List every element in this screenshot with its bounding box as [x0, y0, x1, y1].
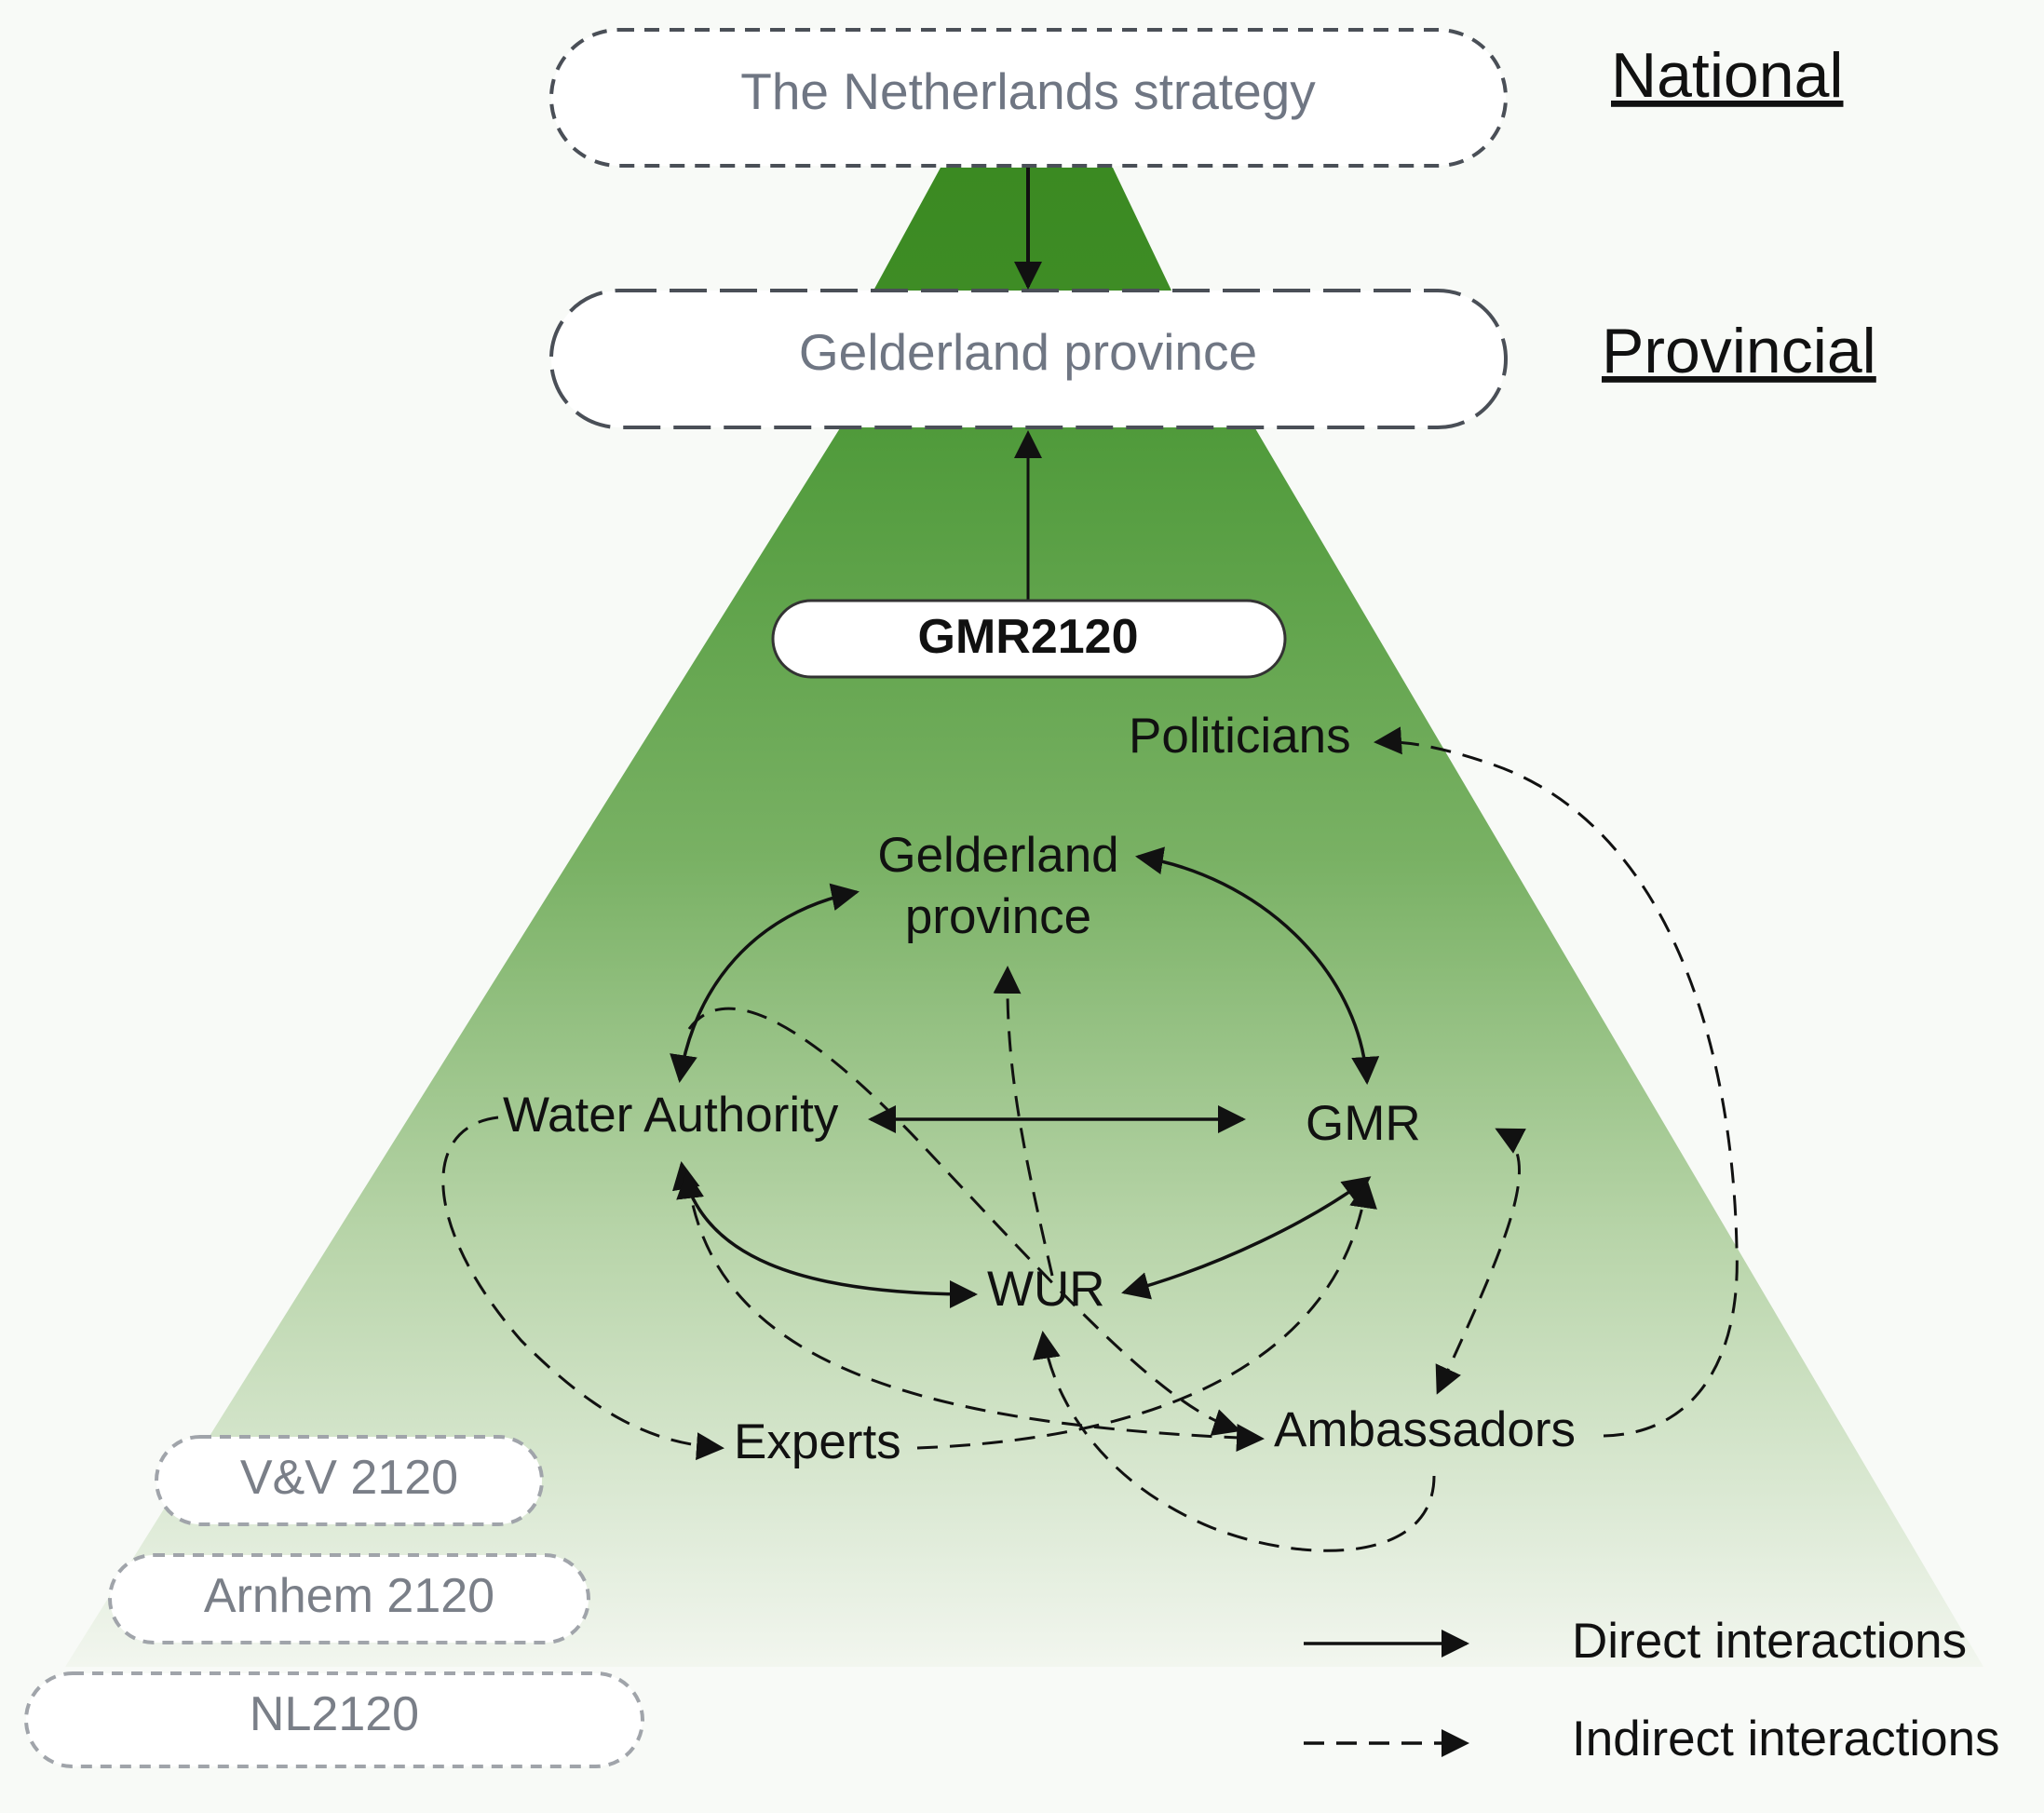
indirect-gmr-ambassadors [1435, 1128, 1526, 1395]
legend: Direct interactions Indirect interaction… [1304, 1614, 2000, 1766]
actor-politicians: Politicians [1129, 709, 1351, 764]
actor-gmr: GMR [1306, 1096, 1421, 1151]
actor-gelderland-line1: Gelderland [877, 828, 1118, 883]
project-nl2120-label: NL2120 [250, 1687, 419, 1741]
indirect-ambassadors-wur [1033, 1331, 1436, 1552]
national-provincial-connector [873, 168, 1171, 291]
province-box: Gelderland province [549, 289, 1508, 429]
actor-ambassadors: Ambassadors [1274, 1402, 1576, 1457]
actor-experts: Experts [734, 1414, 901, 1469]
indirect-water-ambassadors-upper [687, 1007, 1241, 1436]
legend-direct-label: Direct interactions [1572, 1614, 1967, 1669]
direct-gelderland-gmr [1135, 846, 1380, 1085]
project-vv2120: V&V 2120 [155, 1435, 544, 1526]
actor-water-authority: Water Authority [503, 1088, 839, 1143]
indirect-wur-gelderland [993, 966, 1054, 1277]
direct-gelderland-water [670, 883, 860, 1083]
indirect-water-experts [441, 1116, 724, 1461]
indirect-experts-gmr [916, 1180, 1377, 1450]
indirect-water-ambassadors [676, 1170, 1265, 1452]
actor-gelderland-line2: province [905, 889, 1091, 944]
gmr2120-label: GMR2120 [918, 610, 1139, 664]
province-box-label: Gelderland province [799, 323, 1257, 381]
project-arnhem2120: Arnhem 2120 [108, 1553, 590, 1644]
national-strategy-box: The Netherlands strategy [549, 28, 1508, 168]
indirect-ambassadors-politicians [1374, 726, 1739, 1438]
legend-indirect-label: Indirect interactions [1572, 1712, 2000, 1766]
level-national: National [1611, 40, 1844, 111]
national-strategy-label: The Netherlands strategy [740, 62, 1316, 120]
project-nl2120: NL2120 [24, 1671, 644, 1768]
actor-wur: WUR [987, 1262, 1105, 1317]
gmr2120-box: GMR2120 [771, 599, 1287, 679]
project-arnhem2120-label: Arnhem 2120 [204, 1569, 494, 1623]
project-vv2120-label: V&V 2120 [240, 1451, 458, 1505]
level-provincial: Provincial [1602, 316, 1876, 386]
